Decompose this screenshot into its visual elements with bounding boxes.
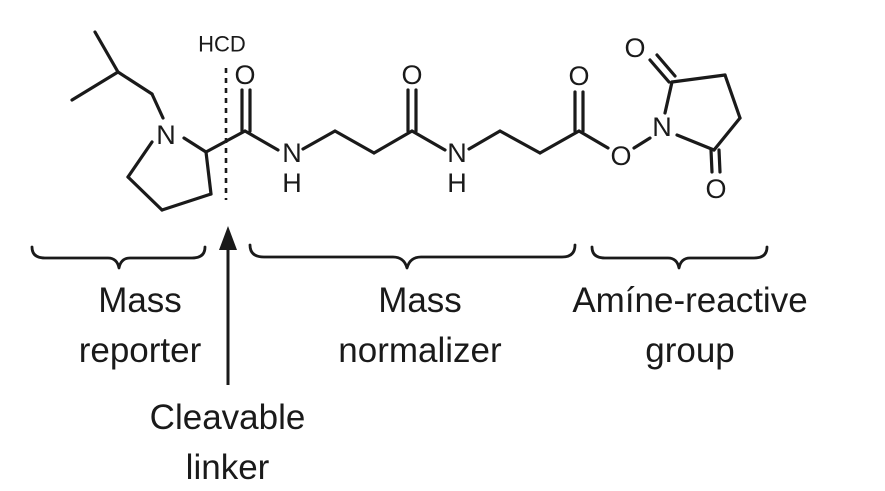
succinimide-bottom-oxygen-label: O bbox=[705, 174, 726, 204]
mass-reporter-brace bbox=[30, 245, 207, 270]
ester-group bbox=[573, 90, 652, 150]
mass-reporter-caption: Mass reporter bbox=[50, 276, 230, 376]
amine-reactive-brace bbox=[590, 245, 769, 270]
cleavable-linker-caption: Cleavable linker bbox=[120, 393, 335, 491]
ring-nitrogen-label: N bbox=[156, 120, 176, 150]
amide2-nitrogen-label: N bbox=[447, 138, 467, 168]
cleavable-linker-line-1: Cleavable bbox=[149, 398, 306, 437]
cleavable-linker-line-2: linker bbox=[185, 448, 270, 487]
amine-reactive-caption: Amíne-reactive group bbox=[540, 276, 840, 376]
amide2-hydrogen-label: H bbox=[447, 168, 467, 198]
mass-reporter-line-1: Mass bbox=[98, 281, 182, 320]
ethylene-chain-2 bbox=[498, 129, 581, 155]
isobutyl-group bbox=[70, 30, 165, 120]
mass-normalizer-caption: Mass normalizer bbox=[300, 276, 540, 376]
arrowhead-icon bbox=[219, 226, 237, 250]
amide1-nitrogen-label: N bbox=[282, 138, 302, 168]
succinimide-ring bbox=[648, 53, 742, 174]
amide2-oxygen-label: O bbox=[401, 60, 422, 90]
mass-normalizer-brace bbox=[248, 243, 577, 270]
mass-reporter-line-2: reporter bbox=[78, 331, 202, 370]
pyrrolidine-ring bbox=[126, 136, 213, 212]
amide1-hydrogen-label: H bbox=[282, 168, 302, 198]
ester-carbonyl-oxygen-label: O bbox=[568, 61, 589, 91]
ester-oxygen-label: O bbox=[610, 141, 631, 171]
amide-2 bbox=[406, 88, 502, 152]
hcd-label: HCD bbox=[198, 32, 246, 57]
amine-reactive-line-1: Amíne-reactive bbox=[572, 281, 808, 320]
mass-normalizer-line-2: normalizer bbox=[338, 331, 502, 370]
amine-reactive-line-2: group bbox=[645, 331, 735, 370]
ethylene-chain-1 bbox=[333, 129, 414, 155]
amide1-oxygen-label: O bbox=[234, 60, 255, 90]
succinimide-top-oxygen-label: O bbox=[624, 33, 645, 63]
amide-1 bbox=[240, 88, 337, 152]
mass-normalizer-line-1: Mass bbox=[378, 281, 462, 320]
succinimide-nitrogen-label: N bbox=[652, 112, 672, 142]
